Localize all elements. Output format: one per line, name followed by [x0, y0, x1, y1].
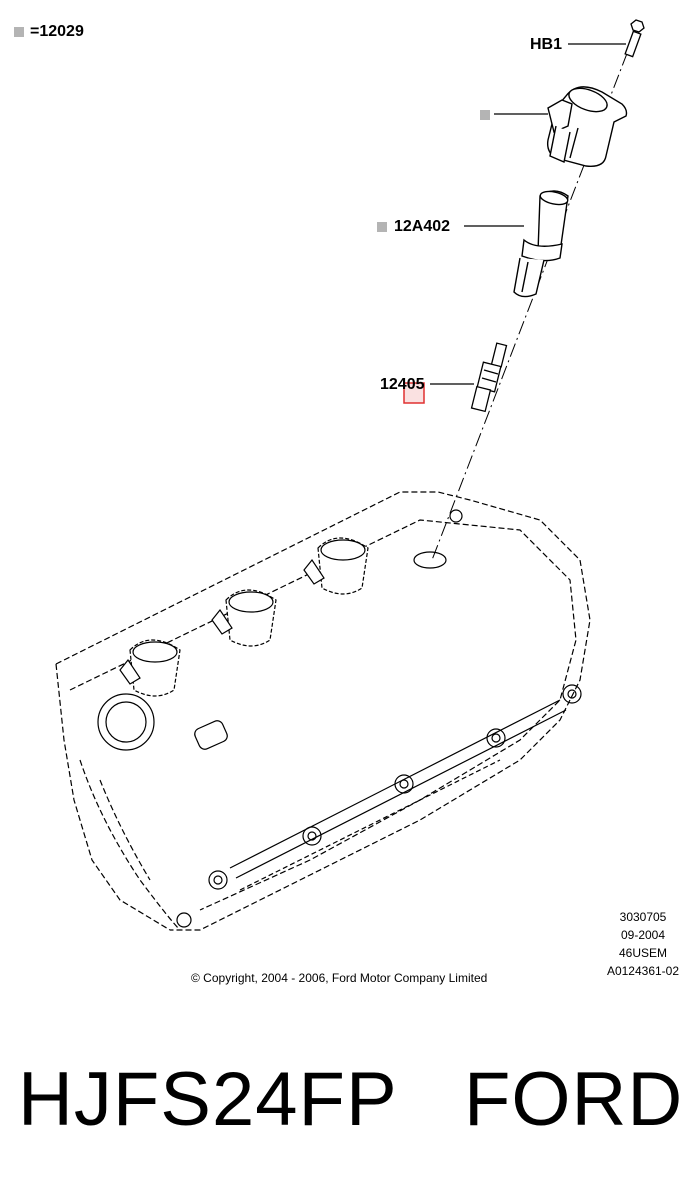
brand-name: FORD — [464, 1057, 684, 1142]
callout-hb1: HB1 — [530, 36, 563, 53]
highlight-box — [403, 382, 425, 404]
legend-marker — [14, 27, 24, 37]
callout-12405: 12405 — [380, 376, 425, 393]
drawing-id: A0124361-02 — [606, 964, 680, 978]
part-number: HJFS24FP — [18, 1057, 398, 1142]
callout-12a402: 12A402 — [394, 218, 451, 235]
spark-plug — [470, 342, 508, 413]
engine-cylinder-head — [55, 491, 591, 931]
drawing-number: 3030705 — [619, 910, 667, 924]
coil-boot — [513, 190, 569, 298]
copyright-notice: © Copyright, 2004 - 2006, Ford Motor Com… — [191, 971, 488, 985]
callout-boot-marker — [377, 222, 387, 232]
drawing-code: 46USEM — [618, 946, 668, 960]
drawing-info: 3030705 09-2004 46USEM A0124361-02 — [588, 908, 698, 980]
drawing-date: 09-2004 — [620, 928, 666, 942]
ignition-coil — [546, 86, 628, 167]
legend-text: =12029 — [30, 23, 84, 40]
bolt-hb1 — [624, 19, 645, 58]
callout-coil-marker — [480, 110, 490, 120]
